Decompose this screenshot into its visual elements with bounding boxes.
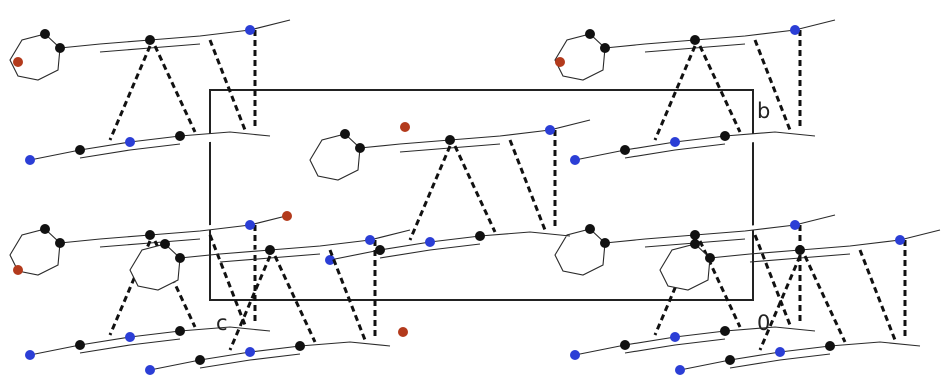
dimer-mid-right [553,213,837,362]
dimer-center [308,118,592,267]
axis-label-b: b [757,99,770,123]
oxygen-atom [398,327,408,337]
unit-cell [209,89,754,301]
oxygen-atom [13,265,23,275]
oxygen-atom [400,122,410,132]
axis-label-origin: 0 [757,311,770,335]
oxygen-atom [13,57,23,67]
oxygen-atom [282,211,292,221]
axis-label-c: c [216,311,228,335]
oxygen-atom [555,57,565,67]
dimer-bottom-right [658,228,941,376]
dimer-top-left [8,18,292,167]
dimer-bottom-left [128,228,412,376]
dimer-top-right [553,18,837,167]
